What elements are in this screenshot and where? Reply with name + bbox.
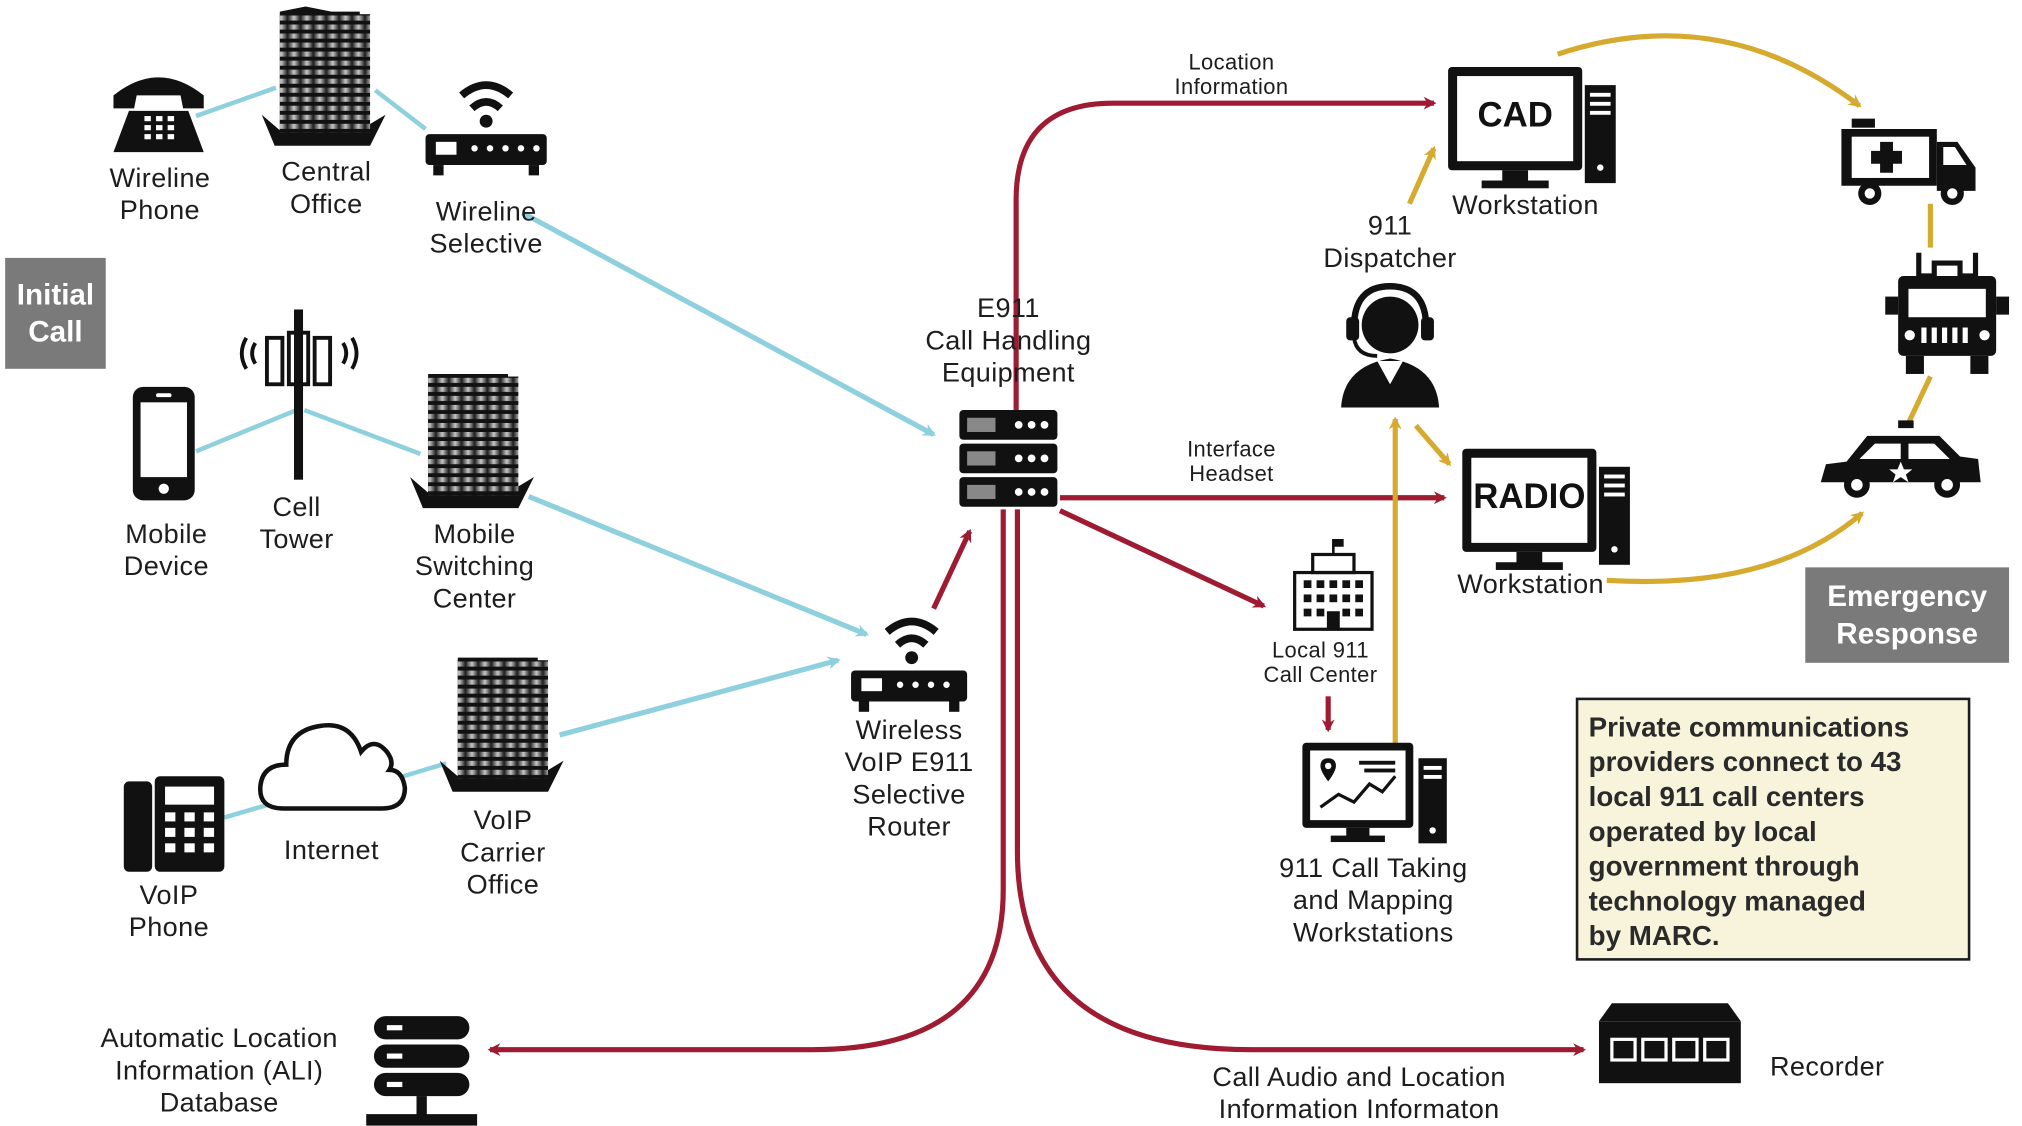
recorder-icon [1598, 1003, 1741, 1084]
server-icon [959, 410, 1058, 507]
gold-connectors [1388, 33, 1933, 746]
headset-person-icon [1341, 283, 1440, 408]
ambulance-icon [1841, 118, 1976, 206]
radio-workstation-label: Workstation [1457, 569, 1604, 600]
internet-label: Internet [283, 835, 379, 866]
police-car-icon [1820, 420, 1981, 498]
voip-phone-icon [123, 776, 225, 872]
radio-screen-text: RADIO [1473, 477, 1585, 516]
map-workstation-icon [1302, 742, 1447, 844]
cell-tower-icon [239, 309, 359, 480]
cad-screen-text: CAD [1477, 95, 1552, 134]
info-note: Private communications providers connect… [1575, 697, 1971, 961]
workstation-icon [1462, 448, 1630, 570]
router-icon [851, 617, 968, 712]
building-icon [439, 657, 564, 792]
router-icon [425, 81, 547, 176]
recorder-label: Recorder [1769, 1052, 1885, 1082]
database-icon [366, 1016, 478, 1126]
crimson-connectors [487, 96, 1587, 1057]
workstation-icon [1448, 67, 1616, 189]
cloud-icon [258, 723, 408, 811]
building-icon [261, 6, 386, 146]
smartphone-icon [132, 386, 195, 501]
telephone-icon [113, 77, 204, 153]
fire-truck-icon [1885, 252, 2010, 374]
building-icon [410, 373, 534, 509]
office-building-icon [1293, 539, 1374, 631]
cad-workstation-label: Workstation [1452, 190, 1599, 221]
